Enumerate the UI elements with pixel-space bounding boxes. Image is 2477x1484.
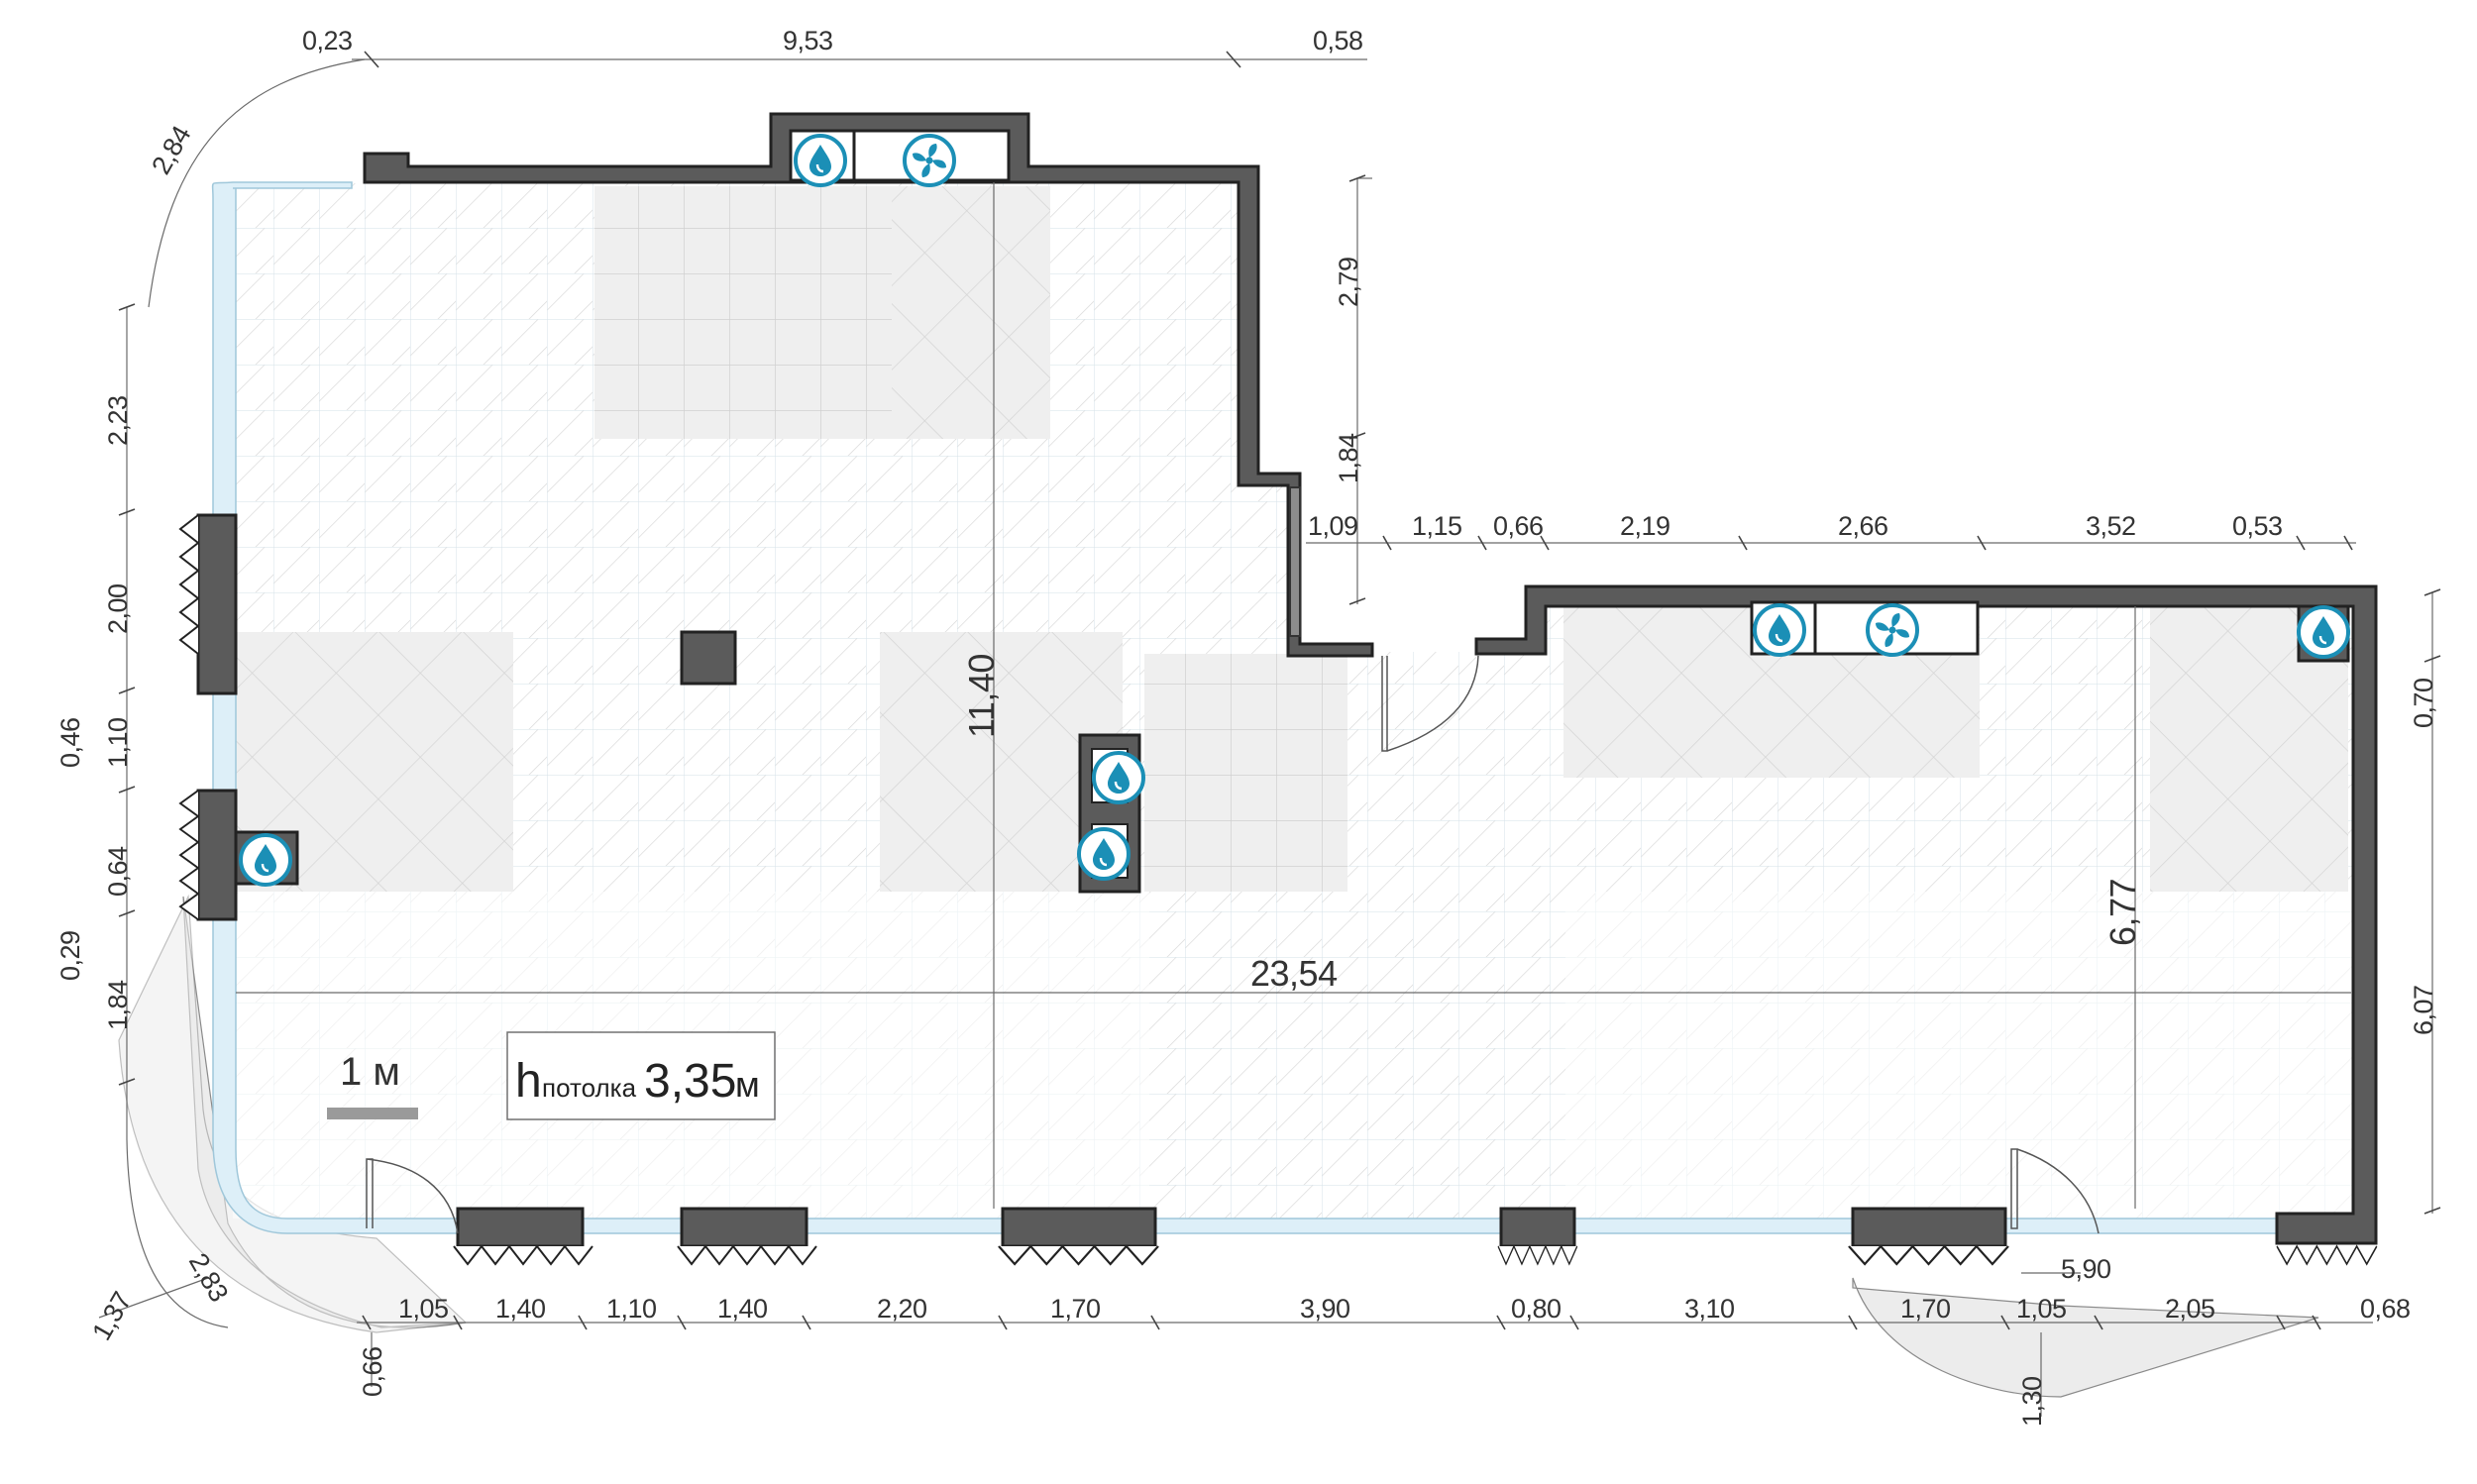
ceiling-height-box [506,1031,776,1120]
water-drop-icon [2297,605,2350,659]
dim-label: 1,40 [495,1294,546,1324]
column [680,630,737,686]
dim-label: 3,90 [1300,1294,1350,1324]
water-drop-icon [239,833,292,887]
dim-label: 9,53 [783,26,833,55]
dim-label: 1,05 [398,1294,449,1324]
dim-label: 2,00 [103,583,133,634]
scale-label: 1 м [340,1050,400,1094]
dim-label: 0,70 [2409,678,2438,728]
dim-label: 1,84 [103,980,133,1030]
bottom-pier-3 [1001,1207,1157,1248]
dim-lines-bottom [357,1272,2373,1417]
left-pier-upper [196,513,238,695]
bottom-pier-5 [1851,1207,2007,1248]
terrace-right [1852,1277,2319,1398]
dim-label: 2,20 [877,1294,927,1324]
dim-label: 1,10 [606,1294,657,1324]
ceiling-height-unit: м [735,1064,760,1105]
bottom-pier-1 [456,1207,585,1248]
wall-segment-light [1289,486,1301,637]
water-drop-icon [1077,827,1131,881]
dim-label: 3,52 [2086,511,2136,541]
door-entry-middle [1381,655,1479,752]
ceiling-h-sub: потолка [542,1073,637,1103]
dim-label: 3,10 [1684,1294,1735,1324]
dim-label: 1,40 [717,1294,768,1324]
dim-label: 0,66 [358,1346,387,1397]
dim-label: 1,70 [1900,1294,1951,1324]
dim-label: 1,30 [2017,1376,2047,1427]
dim-lines-left [98,58,366,1328]
dim-label: 0,64 [103,846,133,897]
dim-label: 0,46 [55,717,85,768]
dim-label: 5,90 [2061,1254,2111,1284]
dim-label: 0,23 [302,26,353,55]
wall-top [363,112,1374,658]
zone-tile-top [594,186,892,439]
wall-right [1474,584,2378,1245]
dim-label: 0,80 [1511,1294,1562,1324]
dim-label: 1,70 [1050,1294,1101,1324]
bottom-pier-2 [680,1207,808,1248]
dim-label: 1,84 [1334,433,1363,483]
dim-lines-top [352,51,2356,605]
glazing-left [211,181,2354,1234]
dim-label: 2,05 [2165,1294,2215,1324]
water-drop-icon [794,134,847,187]
ceiling-height-value: 3,35 [644,1055,736,1108]
dim-label: 2,66 [1838,511,1888,541]
zone-cross-top [892,186,1050,439]
dim-label: 2,79 [1334,257,1363,307]
door-bottom-right [2010,1148,2100,1234]
dim-label: 0,53 [2232,511,2283,541]
bottom-pier-4 [1499,1207,1576,1248]
water-drop-icon [1092,751,1145,804]
dim-label: 2,23 [103,395,133,446]
dim-label: 6,07 [2409,985,2438,1035]
dim-label: 6,77 [2102,879,2143,946]
dim-label: 1,10 [103,717,133,768]
zone-tile-middle [1144,654,1347,892]
door-bottom-left [366,1158,459,1234]
dim-label: 11,40 [961,654,1002,738]
water-drop-icon [1753,603,1806,657]
fan-icon [903,134,956,187]
ceiling-h: h [515,1055,542,1108]
dim-lines-right [2423,588,2441,1215]
scale-bar [327,1108,418,1119]
dim-label: 1,05 [2016,1294,2067,1324]
left-pier-lower [196,789,238,921]
dim-label: 1,15 [1412,511,1462,541]
dim-label: 0,29 [55,930,85,981]
dim-label: 1,37 [86,1287,137,1345]
dim-label: 0,58 [1313,26,1363,55]
dim-label: 23,54 [1250,953,1338,994]
dim-label: 1,09 [1308,511,1358,541]
fan-icon [1866,603,1919,657]
dim-label: 0,66 [1493,511,1544,541]
dim-label: 0,68 [2360,1294,2411,1324]
dim-label: 2,19 [1620,511,1670,541]
